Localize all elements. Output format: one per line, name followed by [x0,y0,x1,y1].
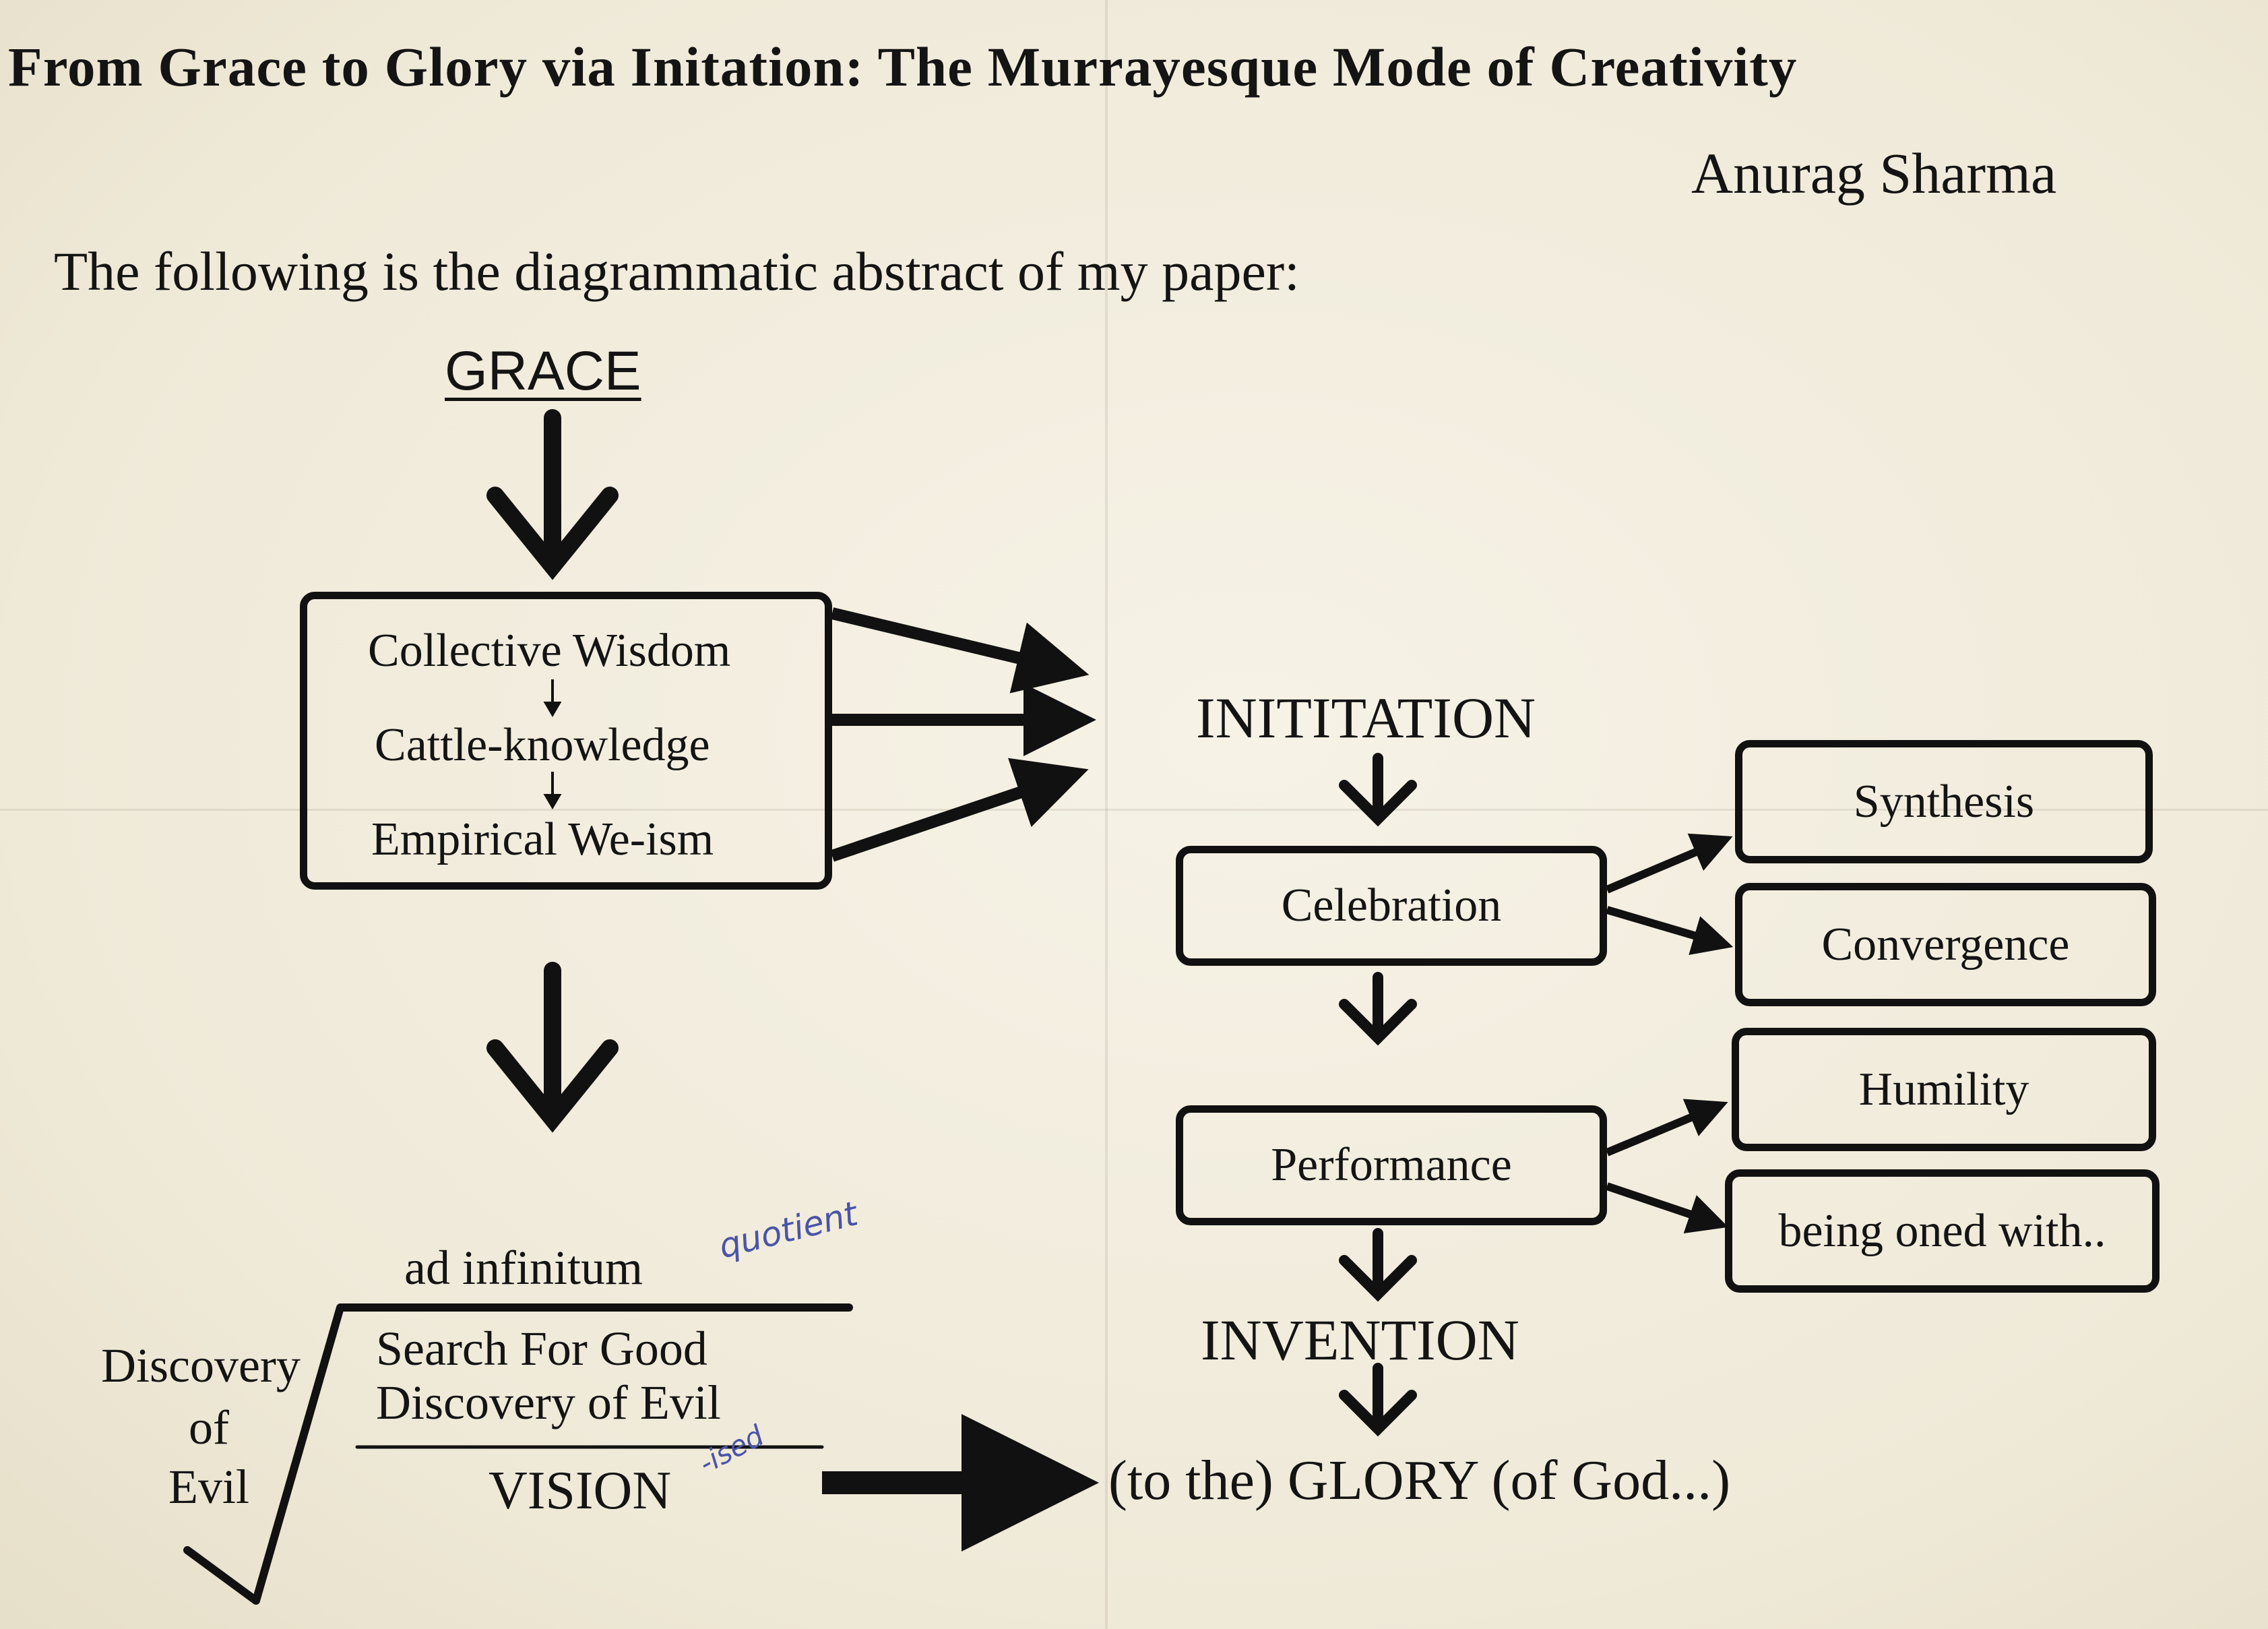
search-for-good-label: Search For Good [376,1322,707,1376]
performance-box: Performance [1176,1105,1607,1225]
synthesis-box: Synthesis [1735,740,2153,863]
radical-sign [183,1303,853,1605]
being-oned-box: being oned with.. [1725,1169,2160,1293]
arrow-performance-to-invention [1339,1228,1417,1302]
cattle-knowledge-label: Cattle-knowledge [375,719,710,771]
humility-label: Humility [1858,1063,2029,1115]
small-down-arrows [543,679,562,809]
initiation-heading: INITITATION [1196,685,1536,750]
convergence-label: Convergence [1821,918,2070,971]
celebration-label: Celebration [1281,880,1502,931]
convergence-box: Convergence [1735,883,2156,1006]
page-title: From Grace to Glory via Initation: The M… [8,36,1798,98]
collective-wisdom-label: Collective Wisdom [368,625,731,677]
celebration-box: Celebration [1176,846,1607,966]
arrow-invention-to-glory [1339,1363,1417,1437]
vision-label: VISION [489,1461,672,1520]
author-name: Anurag Sharma [1691,141,2057,206]
arrows-celebration-branches [1605,833,1734,955]
arrows-performance-branches [1605,1099,1729,1233]
arrows-wisdom-to-initiation [830,607,1096,862]
fold-crease-horizontal [0,809,2268,811]
arrow-wisdom-down [486,962,619,1133]
collective-wisdom-box: Collective Wisdom Cattle-knowledge Empir… [300,592,832,890]
arrow-grace-to-wisdom [486,409,619,580]
fold-crease-vertical [1105,0,1108,1629]
glory-heading: (to the) GLORY (of God...) [1108,1449,1731,1512]
invention-heading: INVENTION [1201,1308,1519,1372]
arrow-initiation-to-celebration [1339,753,1417,827]
arrow-celebration-to-performance [1339,972,1417,1046]
empirical-weism-label: Empirical We-ism [371,813,714,865]
grace-heading: GRACE [445,340,641,402]
ad-infinitum-label: ad infinitum [404,1241,643,1295]
performance-label: Performance [1271,1139,1512,1191]
synthesis-label: Synthesis [1853,775,2035,828]
discovery-left-line2: of [189,1401,229,1454]
being-oned-label: being oned with.. [1778,1204,2106,1257]
discovery-left-line1: Discovery [101,1339,301,1392]
humility-box: Humility [1732,1028,2156,1151]
intro-text: The following is the diagrammatic abstra… [54,241,1300,302]
discovery-of-evil-label: Discovery of Evil [376,1376,721,1430]
discovery-left-line3: Evil [168,1460,249,1514]
